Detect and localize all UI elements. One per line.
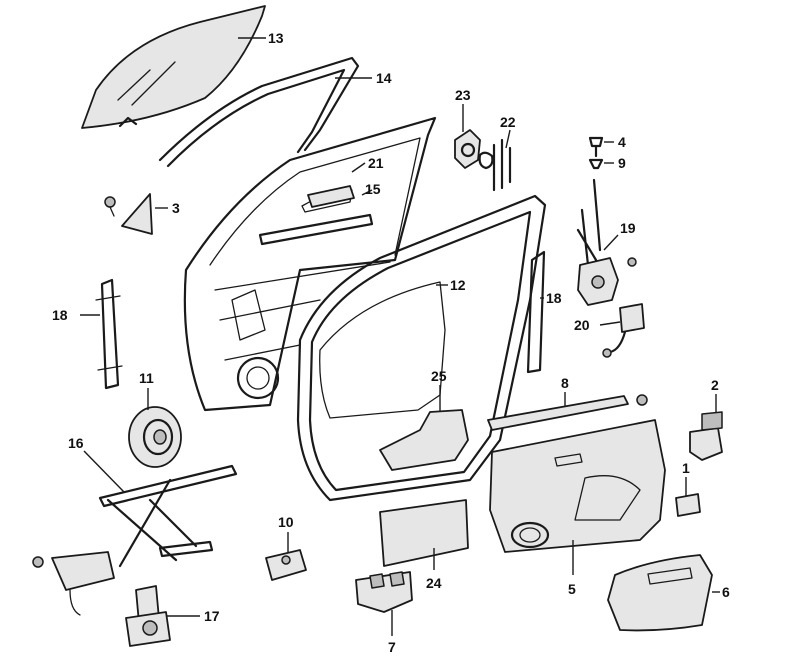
label-8: 8 (561, 375, 569, 391)
label-6: 6 (722, 584, 730, 600)
label-20: 20 (574, 317, 590, 333)
handle-bezel (675, 493, 701, 517)
door-check-bracket (265, 549, 307, 581)
door-insulator-sheet (319, 281, 446, 419)
label-10: 10 (278, 514, 294, 530)
label-7: 7 (388, 639, 396, 655)
lock-cylinder (454, 129, 481, 169)
callout-labels: 13 14 23 22 4 9 21 15 3 19 12 18 18 20 1… (52, 30, 730, 655)
label-16: 16 (68, 435, 84, 451)
label-17: 17 (204, 608, 220, 624)
mirror-corner-trim (104, 193, 153, 235)
belt-trim-strip (487, 395, 629, 431)
label-22: 22 (500, 114, 516, 130)
label-12: 12 (450, 277, 466, 293)
label-21: 21 (368, 155, 384, 171)
armrest (379, 499, 469, 567)
door-shell (183, 116, 437, 412)
access-cover (379, 409, 469, 471)
door-glass (81, 5, 266, 129)
door-weatherstrip (296, 194, 547, 502)
arm-pad (607, 554, 713, 632)
label-19: 19 (620, 220, 636, 236)
label-2: 2 (711, 377, 719, 393)
leader-lines (80, 37, 720, 636)
label-15: 15 (365, 181, 381, 197)
window-regulator (32, 464, 238, 616)
door-trim-panel (489, 419, 666, 553)
label-18b: 18 (546, 290, 562, 306)
screws (588, 136, 604, 170)
label-9: 9 (618, 155, 626, 171)
door-lock-actuator (576, 178, 637, 306)
lock-switch (602, 303, 645, 358)
speaker (128, 406, 182, 468)
label-25: 25 (431, 368, 447, 384)
glass-run-channel (158, 56, 360, 168)
rear-run-channel-left (95, 278, 123, 390)
regulator-motor (125, 585, 171, 647)
inside-handle (307, 185, 355, 208)
lock-rods (478, 138, 512, 192)
label-18a: 18 (52, 307, 68, 323)
power-window-master-switch (355, 571, 413, 613)
label-11: 11 (139, 370, 154, 386)
label-1: 1 (682, 460, 690, 476)
rear-run-channel-right (526, 250, 546, 374)
label-13: 13 (268, 30, 284, 46)
label-5: 5 (568, 581, 576, 597)
label-3: 3 (172, 200, 180, 216)
label-23: 23 (455, 87, 471, 103)
label-4: 4 (618, 134, 626, 150)
label-14: 14 (376, 70, 392, 86)
label-24: 24 (426, 575, 442, 591)
window-switch (636, 394, 723, 461)
